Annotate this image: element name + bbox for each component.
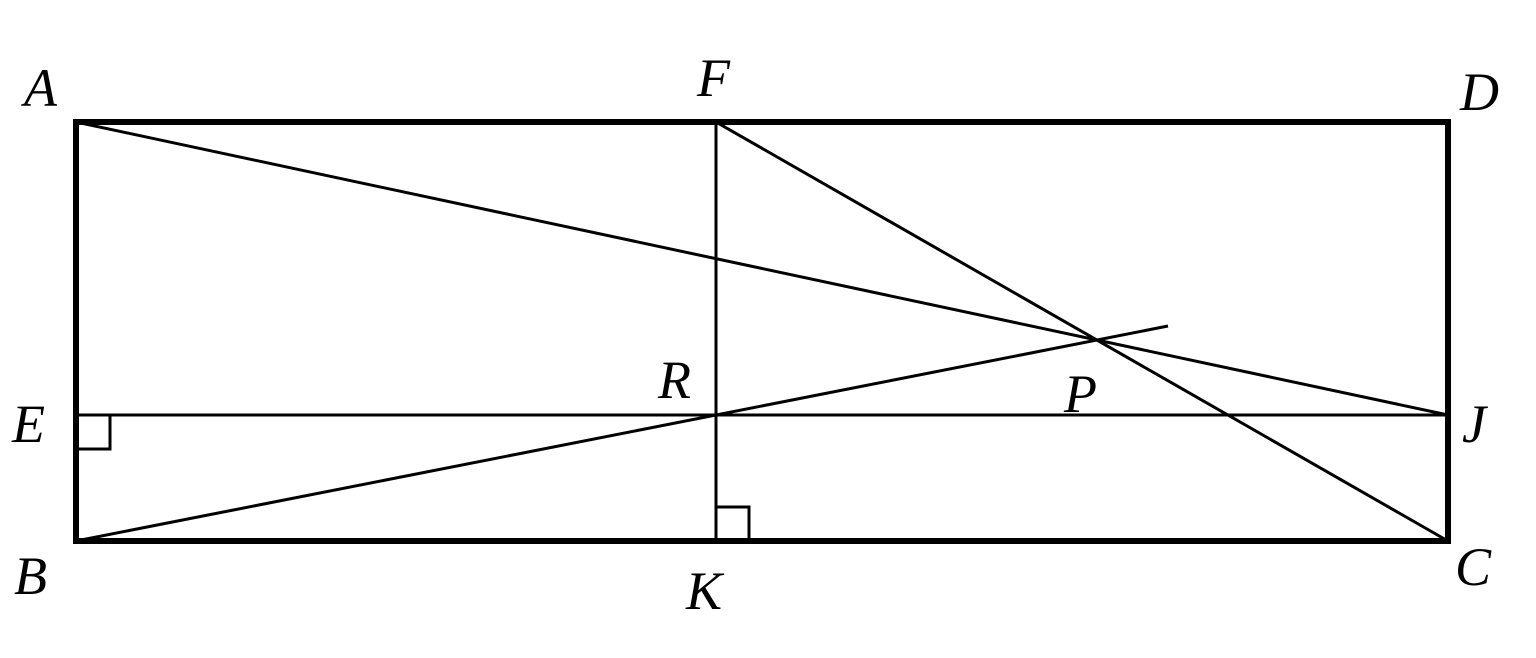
label-b: B bbox=[14, 546, 47, 606]
rectangle-abcd bbox=[73, 119, 1451, 544]
label-p: P bbox=[1063, 364, 1097, 424]
label-a: A bbox=[21, 58, 58, 118]
right-angle-mark-k bbox=[716, 505, 751, 541]
segment-aj bbox=[75, 120, 1449, 417]
label-c: C bbox=[1455, 537, 1492, 597]
label-f: F bbox=[696, 48, 731, 108]
ray-brp bbox=[75, 324, 1169, 543]
label-e: E bbox=[11, 394, 45, 454]
segment-fc bbox=[715, 120, 1449, 543]
label-j: J bbox=[1462, 394, 1489, 454]
right-angle-mark-e bbox=[76, 415, 112, 451]
label-d: D bbox=[1459, 62, 1499, 122]
label-r: R bbox=[657, 350, 691, 410]
label-k: K bbox=[685, 561, 725, 621]
